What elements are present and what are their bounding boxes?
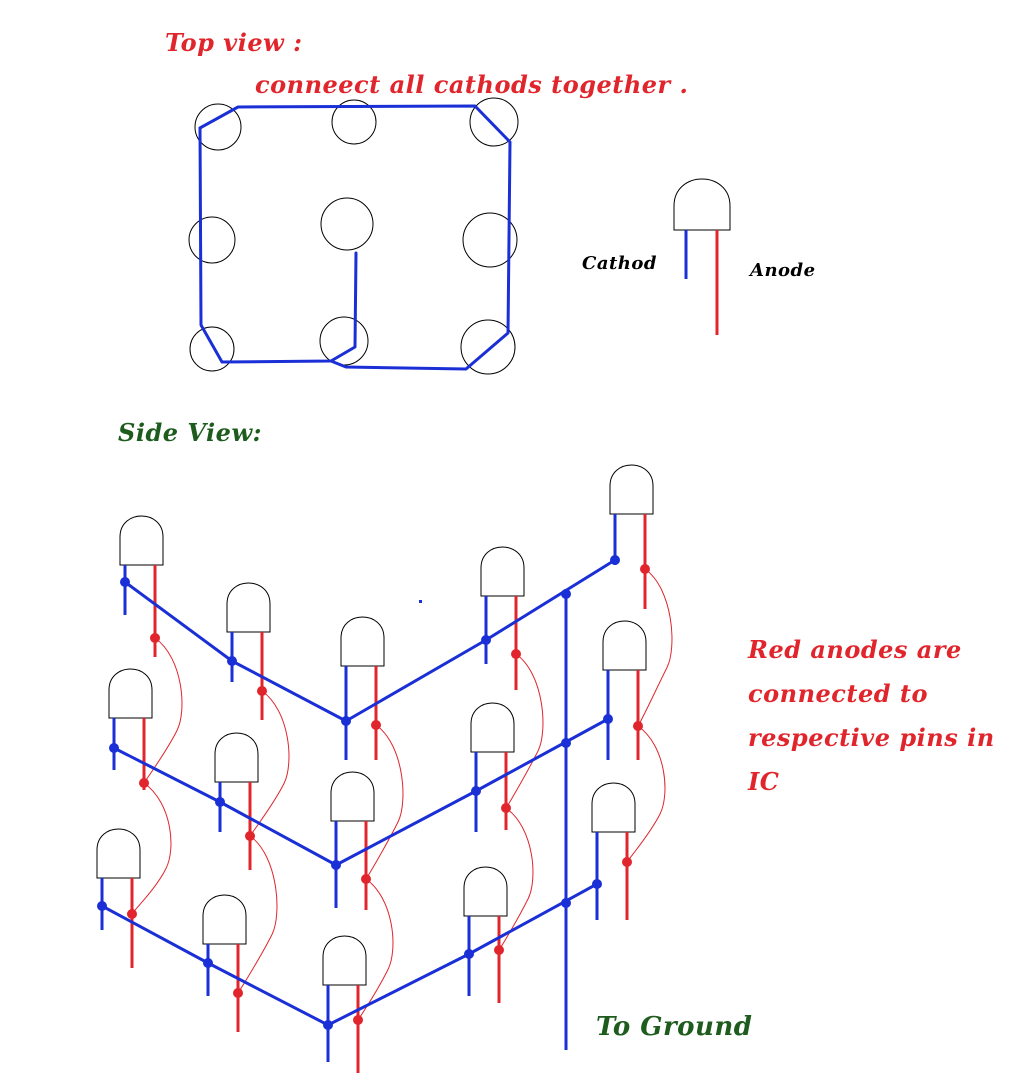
cathod-label: Cathod bbox=[582, 253, 657, 274]
led-legend bbox=[673, 178, 731, 335]
led-icon bbox=[226, 582, 271, 633]
cathode-junction bbox=[227, 656, 237, 666]
cathode-junction bbox=[331, 860, 341, 870]
side-view-cathode-wires bbox=[100, 558, 617, 1027]
anode-junction bbox=[633, 721, 643, 731]
anode-junction bbox=[139, 778, 149, 788]
anode-link-wire bbox=[237, 835, 278, 994]
cathode-junction bbox=[215, 797, 225, 807]
top-led-6 bbox=[462, 212, 518, 268]
anode-link-wire bbox=[498, 807, 534, 951]
top-led-4 bbox=[188, 216, 236, 264]
anode-junction bbox=[501, 803, 511, 813]
anode-junction bbox=[640, 564, 650, 574]
anode-link-wire bbox=[637, 568, 673, 727]
led-icon bbox=[480, 546, 525, 597]
led-icon bbox=[470, 702, 515, 753]
cathode-junction bbox=[464, 949, 474, 959]
led-icon bbox=[673, 178, 731, 231]
side-view-junctions bbox=[97, 555, 650, 1030]
anode-link-wire bbox=[626, 725, 666, 863]
led-icon bbox=[96, 828, 141, 879]
cathode-junction bbox=[109, 743, 119, 753]
led-icon bbox=[591, 782, 636, 833]
ground-junction-2 bbox=[561, 738, 571, 748]
side-view-leds bbox=[96, 464, 654, 1073]
cathode-junction bbox=[592, 879, 602, 889]
led-icon bbox=[340, 616, 385, 667]
cathode-junction bbox=[610, 555, 620, 565]
layer-cathode-bus bbox=[123, 558, 617, 723]
cathode-junction bbox=[120, 577, 130, 587]
cathode-junction bbox=[97, 901, 107, 911]
anode-link-wire bbox=[357, 878, 394, 1021]
ground-junction-3 bbox=[561, 898, 571, 908]
top-led-3 bbox=[469, 97, 519, 147]
anode-junction bbox=[511, 649, 521, 659]
layer-cathode-bus bbox=[112, 717, 610, 867]
anode-junction bbox=[257, 686, 267, 696]
led-icon bbox=[609, 464, 654, 515]
top-view-cathode-wires bbox=[198, 104, 512, 371]
top-view-title: Top view : bbox=[165, 28, 303, 57]
red-anodes-note: Red anodes are connected to respective p… bbox=[748, 635, 995, 796]
anode-link-wire bbox=[365, 724, 404, 880]
anode-link-wire bbox=[249, 690, 290, 837]
led-icon bbox=[214, 732, 259, 783]
top-led-5 bbox=[320, 197, 374, 251]
cathode-junction bbox=[341, 716, 351, 726]
ground-label: To Ground bbox=[596, 1012, 753, 1042]
top-view-grid bbox=[188, 97, 519, 375]
anode-link-wire bbox=[143, 637, 183, 784]
cathode-junction bbox=[323, 1020, 333, 1030]
anode-label: Anode bbox=[750, 260, 816, 281]
led-icon bbox=[322, 935, 367, 986]
anode-link-wire bbox=[505, 653, 544, 809]
side-view-title: Side View: bbox=[118, 418, 262, 447]
led-icon bbox=[119, 515, 164, 566]
anode-junction bbox=[371, 720, 381, 730]
top-led-7 bbox=[189, 326, 235, 372]
side-view-anode-links bbox=[131, 568, 673, 1021]
anode-junction bbox=[233, 988, 243, 998]
led-icon bbox=[202, 894, 247, 945]
anode-link-wire bbox=[131, 782, 172, 915]
top-view-instruction: conneect all cathods together . bbox=[255, 70, 689, 99]
top-led-9 bbox=[460, 319, 516, 375]
anode-junction bbox=[361, 874, 371, 884]
led-icon bbox=[108, 668, 153, 719]
anode-junction bbox=[622, 857, 632, 867]
anode-junction bbox=[494, 945, 504, 955]
top-led-8 bbox=[319, 316, 369, 366]
anode-junction bbox=[245, 831, 255, 841]
top-led-1 bbox=[194, 103, 242, 151]
stray-dot bbox=[419, 600, 422, 603]
layer-cathode-bus bbox=[100, 882, 599, 1027]
cathode-junction bbox=[481, 635, 491, 645]
ground-junction-1 bbox=[561, 589, 571, 599]
led-icon bbox=[330, 771, 375, 822]
anode-junction bbox=[150, 633, 160, 643]
led-icon bbox=[602, 620, 647, 671]
cathode-junction bbox=[603, 714, 613, 724]
cathode-junction bbox=[203, 958, 213, 968]
anode-junction bbox=[353, 1015, 363, 1025]
anode-junction bbox=[127, 909, 137, 919]
top-led-2 bbox=[331, 99, 377, 145]
cathode-junction bbox=[471, 786, 481, 796]
led-icon bbox=[463, 866, 508, 917]
